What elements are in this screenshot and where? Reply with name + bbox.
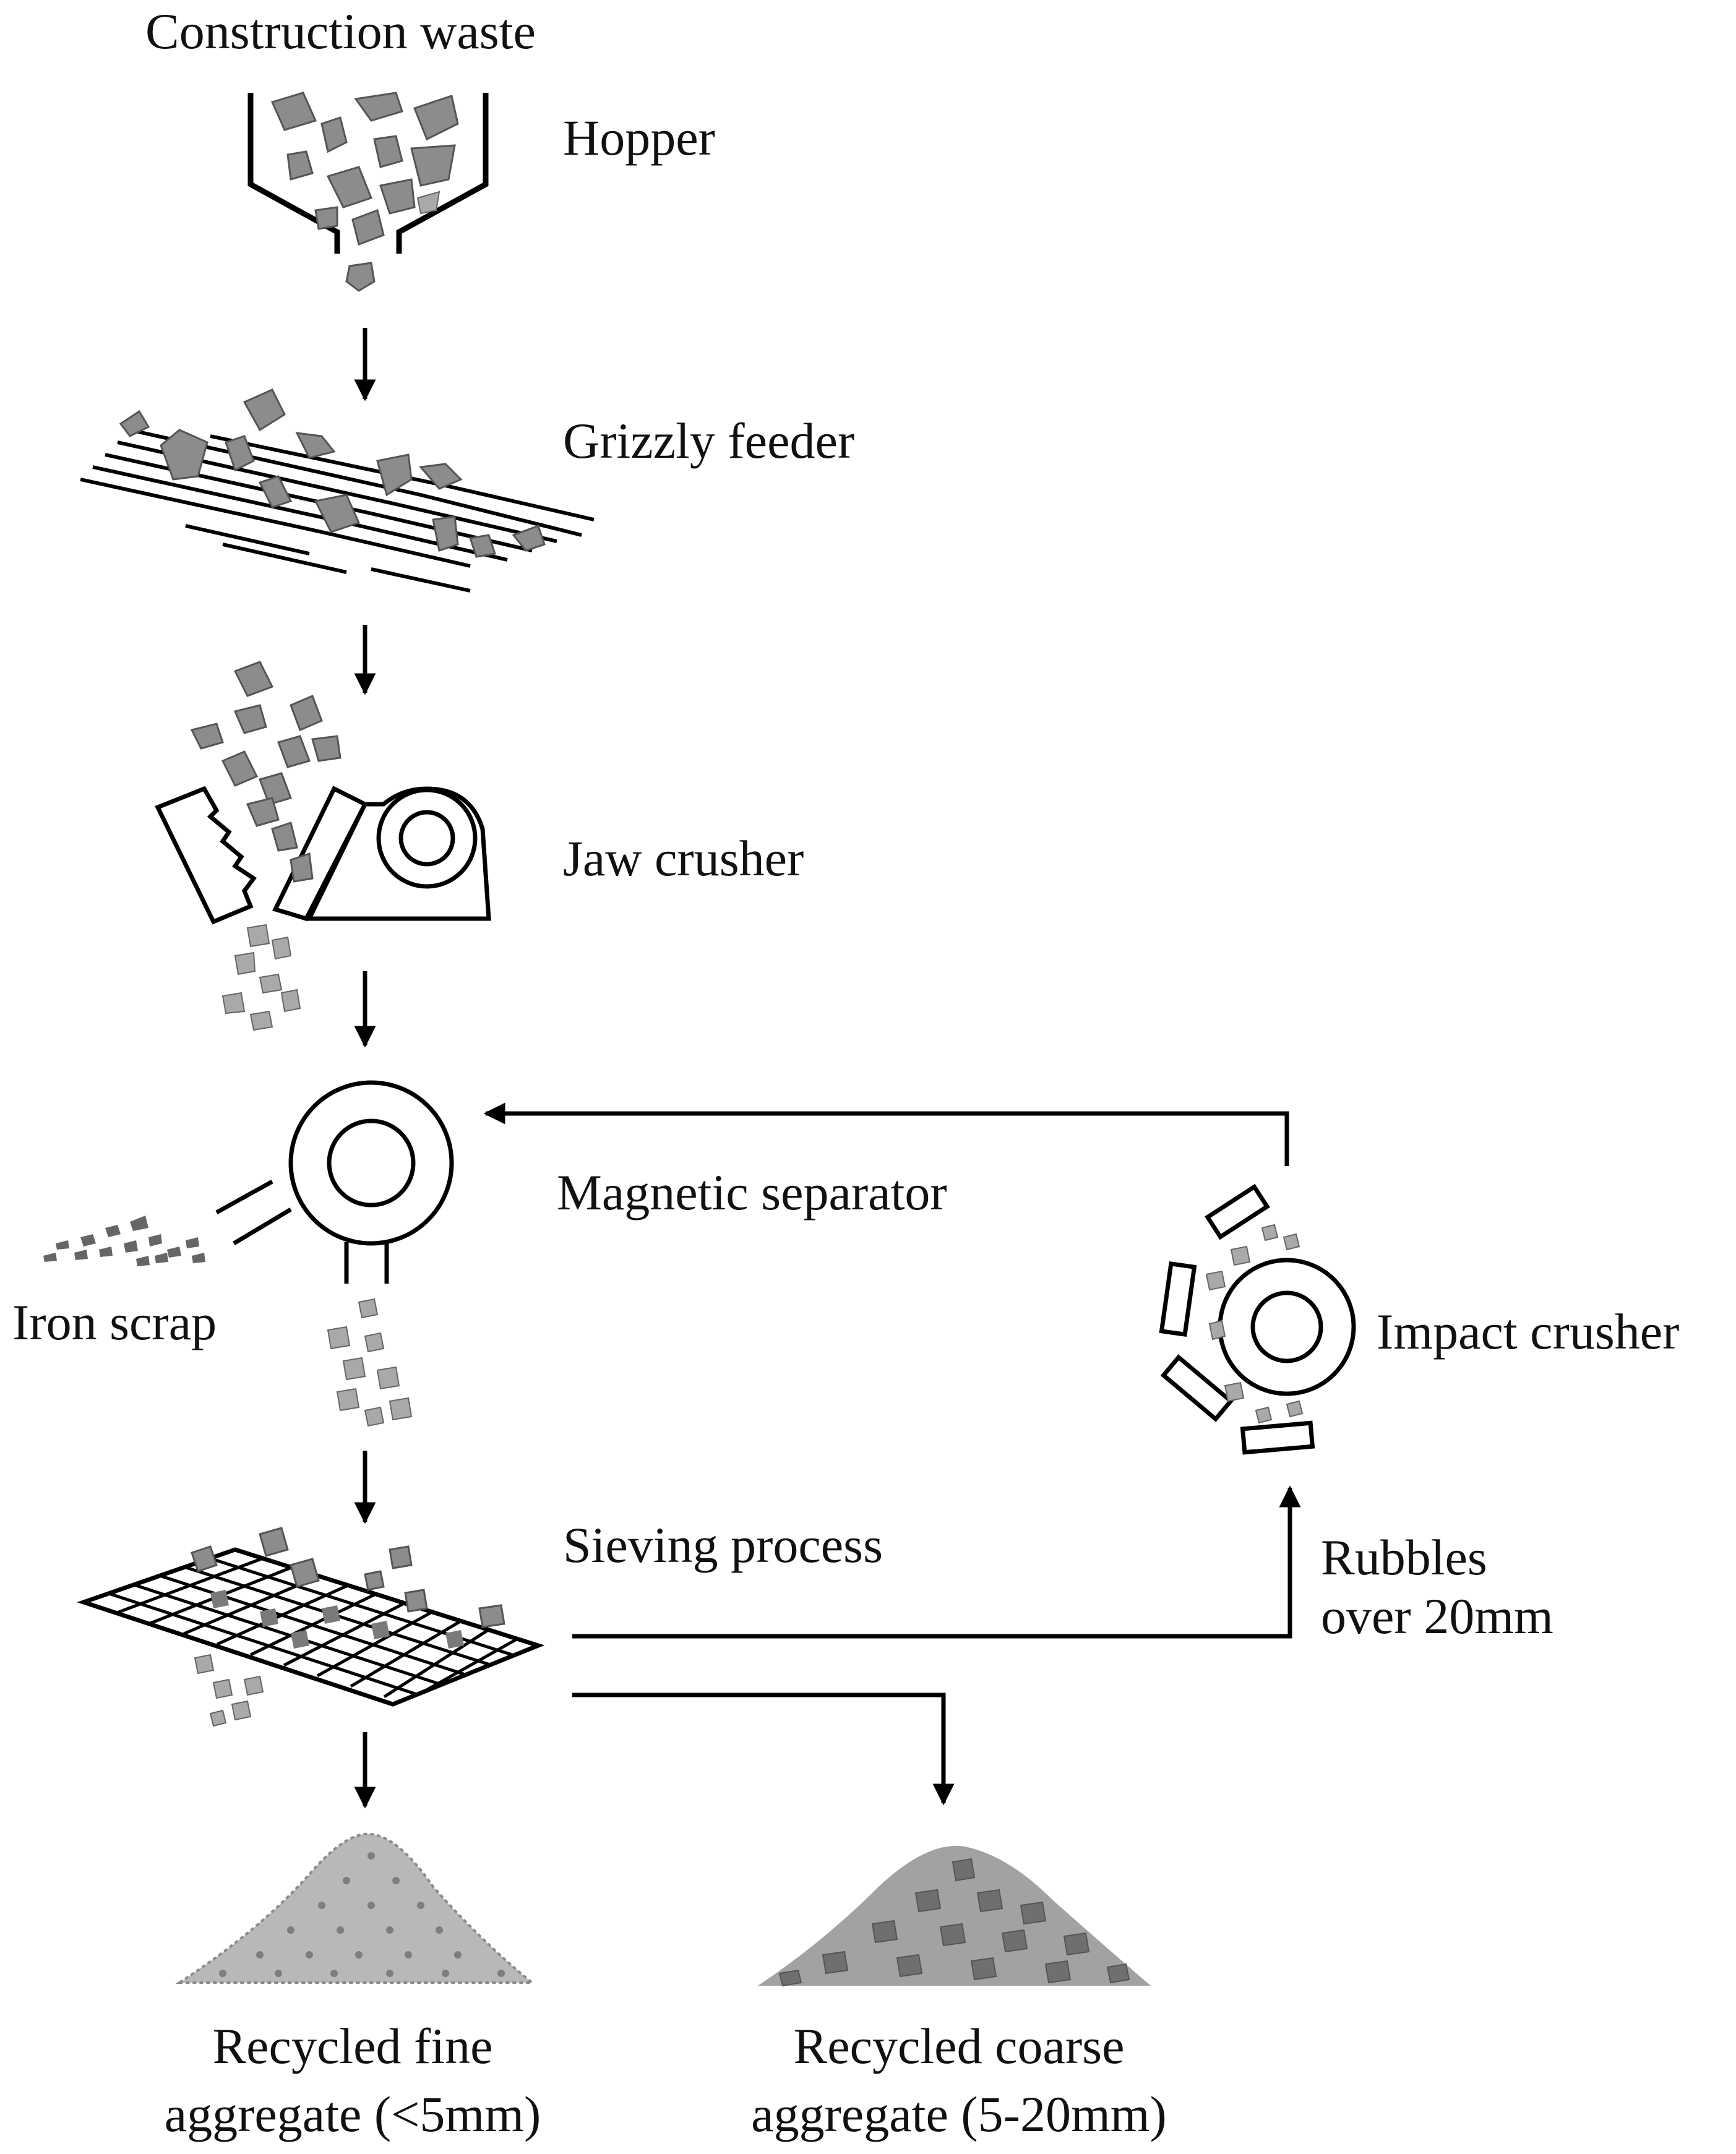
impact-crusher-icon — [1159, 1183, 1356, 1455]
iron-scrap-label: Iron scrap — [12, 1294, 217, 1350]
arrow-sieve-to-coarse — [572, 1693, 955, 1806]
jaw-crusher-icon — [155, 661, 491, 1031]
coarse-aggregate-label-line1: Recycled coarse — [794, 2018, 1125, 2074]
construction-waste-label: Construction waste — [145, 3, 536, 59]
rubbles-label-line2: over 20mm — [1321, 1588, 1553, 1644]
fine-aggregate-pile-icon — [175, 1832, 536, 1984]
impact-crusher-label: Impact crusher — [1377, 1303, 1679, 1360]
hopper-label: Hopper — [563, 109, 715, 166]
hopper-icon — [247, 92, 489, 292]
magnetic-separator-label: Magnetic separator — [557, 1164, 947, 1221]
grizzly-feeder-label: Grizzly feeder — [563, 413, 854, 469]
arrow-sieve-to-impact — [572, 1485, 1301, 1639]
flow-arrows — [354, 328, 1301, 1809]
sieving-process-label: Sieving process — [563, 1517, 883, 1573]
magnetic-separator-icon — [43, 1080, 454, 1427]
fine-aggregate-label-line2: aggregate (<5mm) — [165, 2086, 541, 2142]
jaw-crusher-label: Jaw crusher — [563, 830, 804, 886]
coarse-aggregate-label-line2: aggregate (5-20mm) — [751, 2086, 1167, 2142]
grizzly-feeder-icon — [80, 388, 595, 593]
coarse-aggregate-pile-icon — [758, 1845, 1151, 1987]
arrow-impact-to-magnetic — [483, 1102, 1289, 1166]
rubbles-label-line1: Rubbles — [1321, 1529, 1487, 1585]
fine-aggregate-label-line1: Recycled fine — [212, 2018, 492, 2074]
sieve-icon — [77, 1527, 545, 1727]
